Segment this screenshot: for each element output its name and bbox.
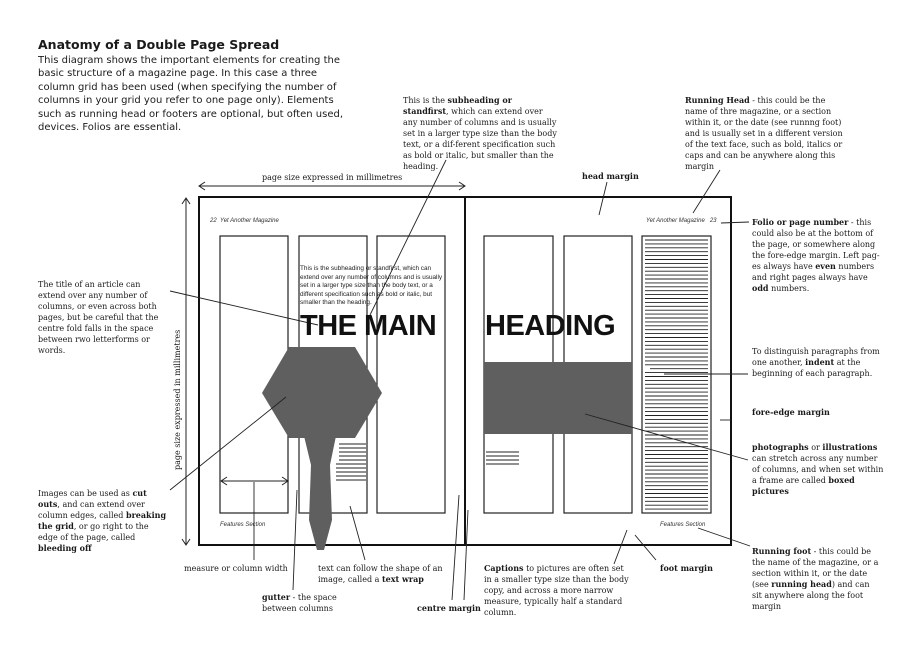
foot-margin-label: foot margin — [660, 563, 713, 573]
measure-label: measure or column width — [184, 564, 288, 573]
photos-note: photographs or illustrations can stretch… — [752, 442, 884, 496]
indent-note: To distinguish paragraphs from one anoth… — [752, 347, 880, 378]
body-text-lines — [645, 239, 708, 510]
caption-lines — [486, 451, 519, 465]
intro-title: Anatomy of a Double Page Spread — [38, 37, 280, 52]
intro-body: This diagram shows the important element… — [38, 55, 344, 134]
photograph-block — [484, 362, 632, 434]
images-note: Images can be used as cut outs, and can … — [38, 488, 167, 553]
title-article-note: The title of an article can extend over … — [38, 280, 159, 355]
right-column-3 — [641, 235, 712, 514]
running-head-note: Running Head - this could be the name of… — [685, 95, 843, 171]
running-head-right: Yet Another Magazine — [646, 218, 705, 224]
page-width-arrow — [198, 181, 466, 191]
running-foot-note: Running foot - this could be the name of… — [752, 546, 879, 611]
fore-edge-margin-label: fore-edge margin — [752, 407, 830, 417]
page-height-label-wrap: page size expressed in millimetres — [172, 330, 182, 480]
running-foot-right: Features Section — [660, 522, 706, 528]
text-wrap-note: text can follow the shape of an image, c… — [318, 564, 443, 584]
folio-note: Folio or page number - this could also b… — [752, 217, 880, 293]
cutout-stem — [304, 436, 336, 550]
wrap-text-lines — [336, 443, 366, 481]
subheading-note: This is the subheading or standfirst, wh… — [403, 95, 557, 171]
page-height-arrow — [181, 197, 191, 546]
cutout-hexagon — [262, 347, 382, 438]
page-height-label: page size expressed in millimetres — [173, 329, 182, 470]
page-width-label: page size expressed in millimetres — [262, 173, 403, 182]
running-head-left: Yet Another Magazine — [220, 218, 279, 224]
subheading-text: This is the subheading or standfirst, wh… — [300, 265, 443, 307]
measure-arrow — [220, 476, 289, 486]
head-margin-label: head margin — [582, 171, 639, 181]
left-column-3 — [376, 235, 446, 514]
right-folio-head: Yet Another Magazine 23 — [646, 218, 717, 224]
left-folio-head: 22 Yet Another Magazine — [210, 218, 279, 224]
captions-note: Captions to pictures are often set in a … — [484, 563, 629, 617]
centre-margin-label: centre margin — [417, 603, 481, 613]
running-foot-left: Features Section — [220, 522, 266, 528]
gutter-note: gutter - the space between columns — [262, 592, 337, 613]
main-heading-right: HEADING — [485, 310, 616, 342]
leader-lines — [169, 159, 751, 601]
left-folio: 22 — [210, 218, 217, 224]
right-folio: 23 — [709, 218, 717, 224]
main-heading-left: THE MAIN — [300, 310, 437, 342]
